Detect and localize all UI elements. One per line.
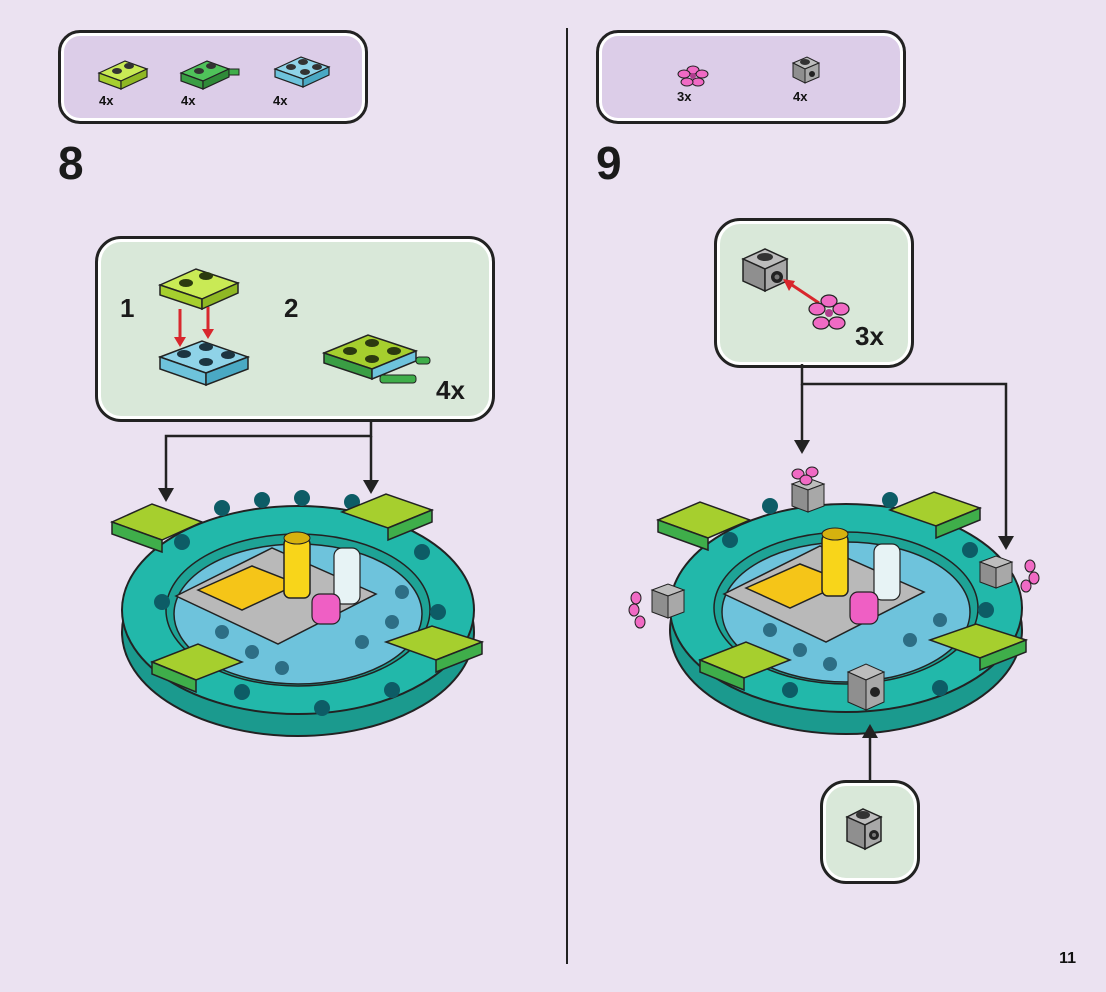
grey-bracket-icon: [845, 808, 883, 851]
grey-bracket-icon: [791, 56, 821, 84]
part-qty: 4x: [273, 93, 288, 108]
green-plate-icon: [179, 60, 240, 90]
part-qty: 4x: [793, 89, 808, 104]
step-8-model: [110, 490, 485, 737]
step-8-substep-box: 1 2 4x: [95, 236, 495, 422]
lime-plate-icon: [97, 60, 149, 90]
step-9-bracket-callout: [820, 780, 920, 884]
mounted-bracket-left: [628, 583, 686, 629]
page-number: 11: [1059, 950, 1076, 967]
step-9-model: [628, 466, 1040, 735]
step-9-callout-arrows: [794, 364, 1014, 550]
part-qty: 3x: [677, 89, 692, 104]
blue-plate-icon: [273, 56, 331, 88]
pink-flower-icon: [677, 65, 709, 87]
step-9-parts-box: 3x 4x: [596, 30, 906, 124]
step-8-callout-arrows: [158, 420, 379, 502]
substep-qty: 3x: [855, 321, 884, 351]
part-qty: 4x: [181, 93, 196, 108]
step-number: 8: [58, 137, 84, 189]
substep-1-assembly: [157, 268, 251, 387]
mounted-bracket-right: [978, 555, 1040, 593]
substep-2-assembly: [321, 334, 431, 384]
step-number: 9: [596, 137, 622, 189]
step-9-substep-box: 3x: [714, 218, 914, 368]
mounted-bracket-top: [790, 466, 826, 513]
mounted-bracket-bottom: [846, 663, 886, 711]
part-qty: 4x: [99, 93, 114, 108]
substep-number: 1: [120, 293, 135, 323]
step-9-bottom-arrow: [862, 724, 878, 780]
substep-number: 2: [284, 293, 299, 323]
page-divider: [566, 28, 568, 964]
step-8-parts-box: 4x 4x 4x: [58, 30, 368, 124]
substep-qty: 4x: [436, 375, 465, 405]
bracket-flower-assembly: [741, 248, 850, 330]
